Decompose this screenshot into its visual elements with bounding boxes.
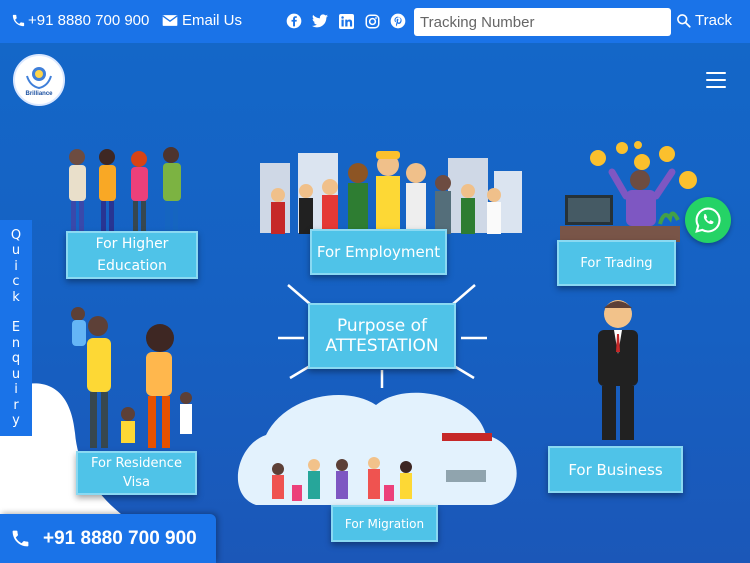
topbar-email-text: Email Us: [182, 12, 243, 29]
label-residence-visa[interactable]: For Residence Visa: [76, 451, 197, 495]
quick-enquiry-letter: k: [12, 289, 20, 305]
quick-enquiry-letter: c: [12, 274, 20, 289]
track-button[interactable]: Track: [676, 12, 732, 29]
whatsapp-button[interactable]: [685, 197, 731, 243]
phone-icon: [12, 14, 25, 27]
track-button-label: Track: [695, 12, 732, 29]
quick-enquiry-letter: u: [11, 243, 21, 258]
topbar-email-link[interactable]: Email Us: [162, 12, 242, 29]
call-bar-phone-text: +91 8880 700 900: [43, 527, 197, 549]
linkedin-icon[interactable]: [338, 13, 354, 29]
label-migration[interactable]: For Migration: [331, 505, 438, 542]
topbar-phone-link[interactable]: +91 8880 700 900: [11, 12, 149, 29]
topbar-phone-text: +91 8880 700 900: [28, 12, 150, 29]
label-trading[interactable]: For Trading: [557, 240, 676, 286]
label-purpose-of-attestation: Purpose of ATTESTATION: [308, 303, 456, 369]
rays-decoration: [278, 284, 487, 388]
quick-enquiry-letter: q: [11, 351, 21, 366]
trading-illustration: [560, 141, 697, 242]
employment-people-illustration: [260, 151, 522, 234]
tracking-number-input[interactable]: [414, 8, 671, 36]
facebook-icon[interactable]: [286, 13, 302, 29]
quick-enquiry-letter: Q: [10, 227, 22, 243]
envelope-icon: [162, 15, 178, 26]
social-links: [286, 13, 406, 29]
quick-enquiry-letter: n: [11, 335, 21, 351]
instagram-icon[interactable]: [364, 13, 380, 29]
quick-enquiry-letter: i: [14, 258, 18, 274]
quick-enquiry-letter: y: [12, 413, 20, 428]
quick-enquiry-letter: i: [14, 382, 18, 397]
hamburger-menu-icon[interactable]: [706, 72, 726, 88]
label-higher-education[interactable]: For Higher Education: [66, 231, 198, 279]
quick-enquiry-letter: r: [13, 397, 19, 413]
migration-airport-illustration: [237, 392, 517, 505]
logo-wordmark: Brilliance: [25, 90, 53, 97]
residence-family-illustration: [71, 307, 192, 448]
label-employment[interactable]: For Employment: [310, 229, 447, 275]
whatsapp-icon: [695, 207, 721, 233]
label-business[interactable]: For Business: [548, 446, 683, 493]
twitter-icon[interactable]: [312, 13, 328, 29]
top-bar: +91 8880 700 900 Email Us Track: [0, 0, 750, 43]
search-icon: [677, 14, 691, 28]
brand-logo[interactable]: Brilliance: [13, 54, 65, 106]
quick-enquiry-letter: E: [11, 320, 21, 335]
call-now-bar[interactable]: +91 8880 700 900: [0, 514, 216, 563]
quick-enquiry-letter: u: [11, 366, 21, 382]
phone-icon: [10, 528, 31, 549]
logo-emblem-icon: [26, 66, 52, 89]
business-man-illustration: [598, 300, 638, 440]
pinterest-icon[interactable]: [390, 13, 406, 29]
quick-enquiry-tab[interactable]: Q u i c k E n q u i r y: [0, 220, 32, 436]
education-people-illustration: [69, 147, 181, 231]
